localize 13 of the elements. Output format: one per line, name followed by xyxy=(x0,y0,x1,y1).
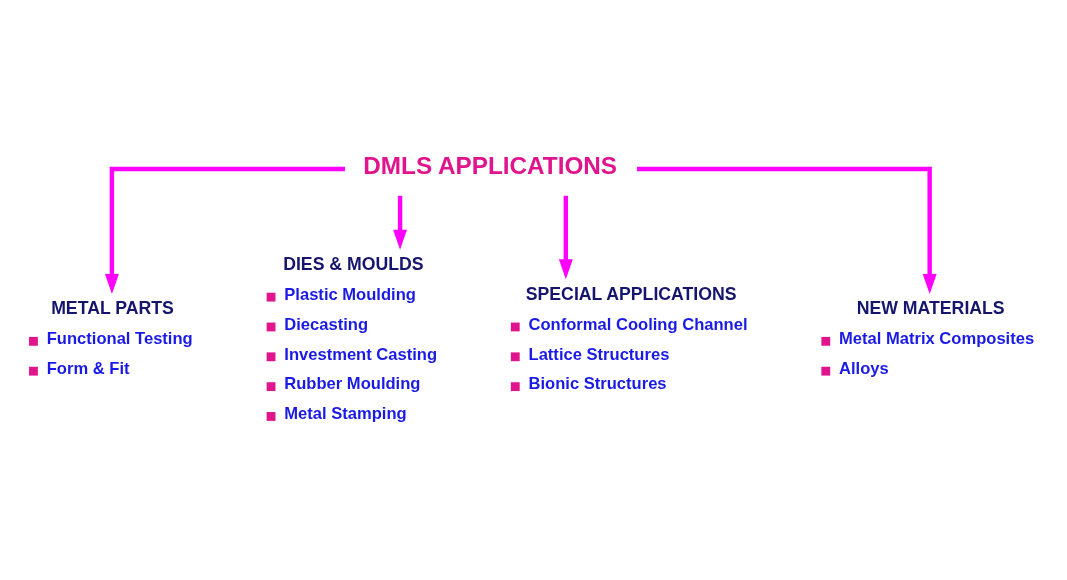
node-label: Functional Testing xyxy=(46,328,193,348)
node-text: DMLS APPLICATIONS xyxy=(363,151,618,179)
node-text: SPECIAL APPLICATIONS Conformal Cooling Channel Lattice Structures Bionic Structures xyxy=(525,283,748,393)
arrow xyxy=(104,166,345,294)
node-label: Form & Fit xyxy=(46,358,130,378)
arrow xyxy=(558,195,573,279)
arrow xyxy=(393,195,408,250)
node-label: Alloys xyxy=(839,358,889,378)
arrow xyxy=(637,166,937,294)
node-text: DIES & MOULDS Plastic Moulding Diecasting Investment Casting Rubber Moulding Metal Stamping xyxy=(283,253,438,423)
node-label: Metal Matrix Composites xyxy=(839,328,1035,348)
node-label: METAL PARTS xyxy=(51,297,174,318)
node-label: NEW MATERIALS xyxy=(856,297,1005,318)
